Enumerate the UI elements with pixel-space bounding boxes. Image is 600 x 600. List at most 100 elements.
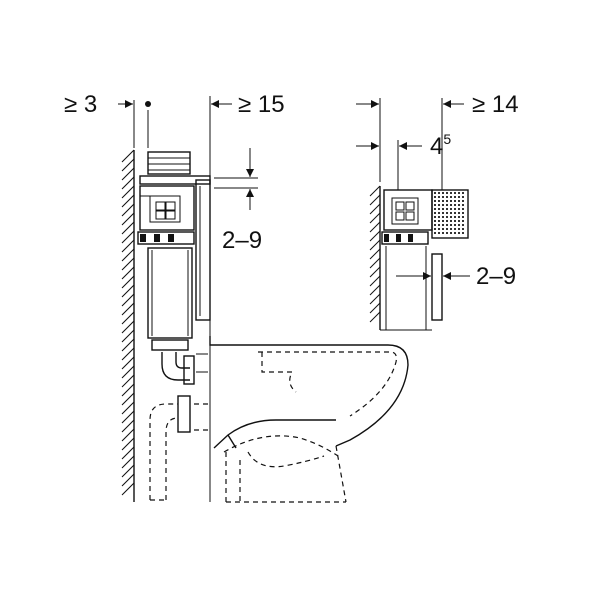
insulation-dot bbox=[458, 216, 460, 218]
insulation-dot bbox=[446, 204, 448, 206]
insulation-dot bbox=[434, 232, 436, 234]
wall-hatch-line bbox=[121, 257, 135, 271]
wall-hatch-line bbox=[121, 383, 135, 397]
insulation-dot bbox=[458, 192, 460, 194]
wall-hatch-line bbox=[121, 482, 135, 496]
wall-hatch-line bbox=[121, 293, 135, 307]
insulation-dot bbox=[458, 224, 460, 226]
insulation-dot bbox=[434, 228, 436, 230]
insulation-dot bbox=[438, 232, 440, 234]
insulation-dot bbox=[462, 208, 464, 210]
insulation-dot bbox=[438, 208, 440, 210]
insulation-dot bbox=[438, 224, 440, 226]
wall-hatch-line bbox=[121, 275, 135, 289]
wall-hatch-line bbox=[121, 320, 135, 334]
insulation-dot bbox=[442, 216, 444, 218]
wall-gap-dimension: ≥ 3 bbox=[64, 91, 151, 148]
insulation-dot bbox=[450, 220, 452, 222]
wall-hatch-line bbox=[121, 446, 135, 460]
insulation-dot bbox=[442, 224, 444, 226]
depth-min-right-label: ≥ 14 bbox=[472, 91, 519, 118]
insulation-dot bbox=[454, 208, 456, 210]
insulation-dot bbox=[446, 212, 448, 214]
wall-hatch-line bbox=[369, 284, 381, 296]
insulation-dot bbox=[438, 220, 440, 222]
insulation-dot bbox=[450, 212, 452, 214]
insulation-dot bbox=[450, 228, 452, 230]
wall-hatch-line bbox=[121, 149, 135, 163]
bracket-row bbox=[137, 231, 195, 245]
front-plate-right bbox=[431, 253, 443, 321]
insulation-dot bbox=[450, 200, 452, 202]
insulation-dot bbox=[458, 204, 460, 206]
left-view: ≥ 3 ≥ 15 bbox=[64, 91, 409, 503]
insulation-dot bbox=[454, 224, 456, 226]
insulation-block bbox=[431, 170, 469, 239]
offset-dimension: 45 bbox=[356, 131, 451, 190]
wall-hatch-line bbox=[121, 167, 135, 181]
frame-housing bbox=[139, 151, 211, 321]
wall-hatch-line bbox=[369, 275, 381, 287]
insulation-dot bbox=[450, 192, 452, 194]
insulation-dot bbox=[438, 228, 440, 230]
insulation-dot bbox=[454, 192, 456, 194]
insulation-dot bbox=[450, 204, 452, 206]
insulation-dot bbox=[446, 192, 448, 194]
insulation-dot bbox=[458, 220, 460, 222]
insulation-dot bbox=[462, 204, 464, 206]
insulation-dot bbox=[450, 208, 452, 210]
wall-hatch-line bbox=[369, 212, 381, 224]
wall-hatch-line bbox=[121, 212, 135, 226]
insulation-dot bbox=[450, 224, 452, 226]
insulation-dot bbox=[446, 200, 448, 202]
insulation-dot bbox=[458, 228, 460, 230]
toilet-bowl bbox=[209, 336, 409, 503]
insulation-dot bbox=[454, 196, 456, 198]
insulation-dot bbox=[462, 196, 464, 198]
wall-hatch-line bbox=[121, 338, 135, 352]
insulation-dot bbox=[462, 220, 464, 222]
wall-hatch-line bbox=[121, 176, 135, 190]
plate-adjust-right-label: 2–9 bbox=[476, 263, 516, 290]
wall-hatch-line bbox=[121, 311, 135, 325]
wall-hatch-line bbox=[369, 248, 381, 260]
insulation-dot bbox=[434, 192, 436, 194]
wall-hatch-line bbox=[369, 230, 381, 242]
wall-hatch-line bbox=[121, 266, 135, 280]
insulation-dot bbox=[434, 204, 436, 206]
drain-pipe bbox=[149, 395, 210, 501]
wall-hatch-line bbox=[121, 455, 135, 469]
wall-hatch-line bbox=[121, 392, 135, 406]
insulation-dot bbox=[450, 196, 452, 198]
flush-elbow bbox=[161, 352, 208, 385]
wall-hatch-line bbox=[121, 419, 135, 433]
offset-label: 45 bbox=[430, 131, 451, 160]
insulation-dot bbox=[462, 212, 464, 214]
wall-hatch-line bbox=[121, 185, 135, 199]
insulation-dot bbox=[450, 232, 452, 234]
wall-hatch-line bbox=[369, 203, 381, 215]
insulation-dot bbox=[458, 232, 460, 234]
wall-hatch-line bbox=[121, 230, 135, 244]
insulation-dot bbox=[434, 216, 436, 218]
plate-adjust-left-label: 2–9 bbox=[222, 227, 262, 254]
offset-superscript: 5 bbox=[443, 131, 451, 147]
wall-hatch-line bbox=[369, 257, 381, 269]
depth-min-left-label: ≥ 15 bbox=[238, 91, 285, 118]
wall-hatch-line bbox=[121, 365, 135, 379]
right-wall bbox=[369, 185, 381, 330]
wall-hatch-line bbox=[121, 428, 135, 442]
left-wall bbox=[121, 149, 135, 502]
wall-hatch-line bbox=[121, 221, 135, 235]
insulation-dot bbox=[458, 200, 460, 202]
insulation-dot bbox=[446, 208, 448, 210]
insulation-dot bbox=[454, 200, 456, 202]
insulation-dot bbox=[454, 228, 456, 230]
insulation-dot bbox=[442, 192, 444, 194]
insulation-dot bbox=[438, 196, 440, 198]
insulation-dot bbox=[462, 200, 464, 202]
insulation-dot bbox=[454, 220, 456, 222]
wall-hatch-line bbox=[121, 329, 135, 343]
insulation-dot bbox=[442, 200, 444, 202]
